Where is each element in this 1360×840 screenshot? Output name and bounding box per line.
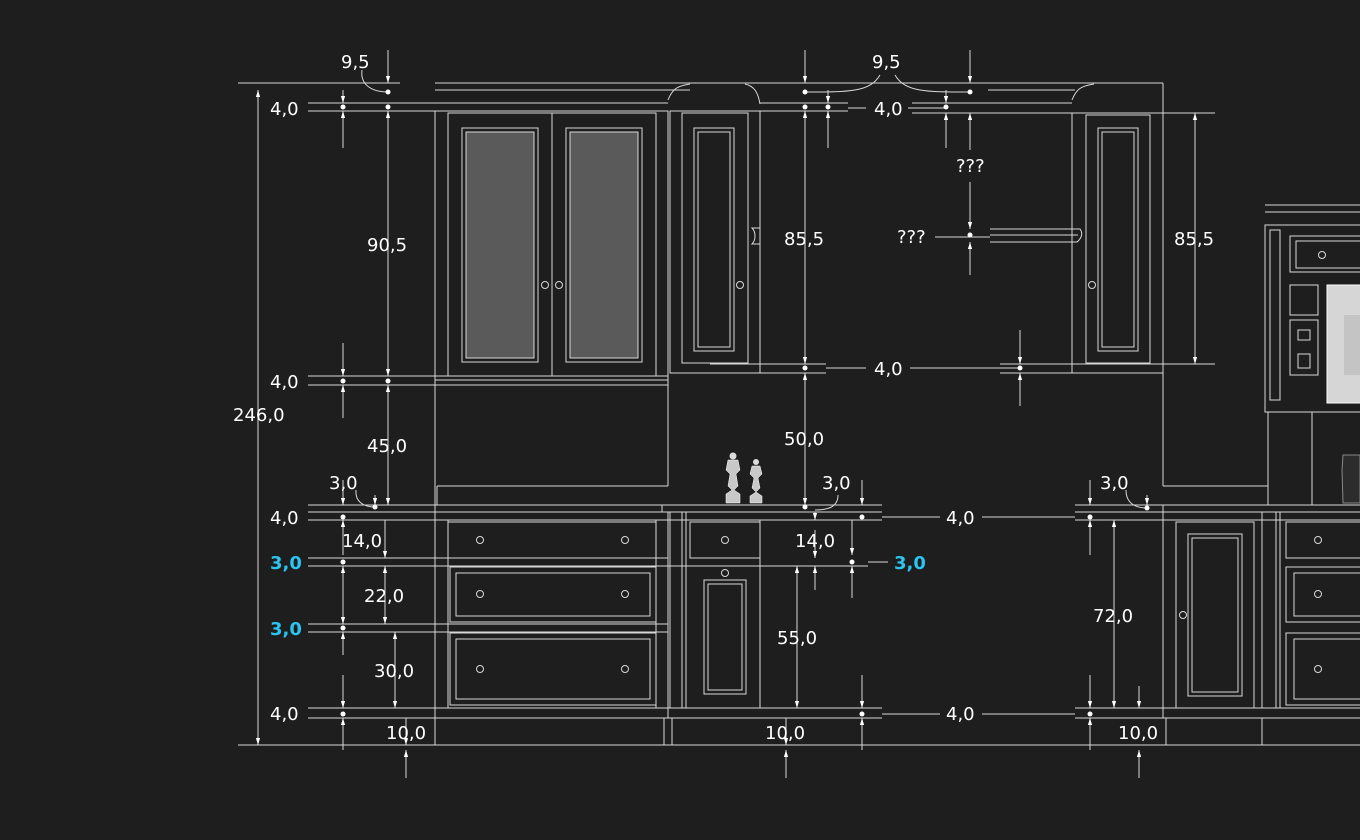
dim-upper-bottom-left: 4,0 xyxy=(270,372,299,393)
dim-plinth-left: 10,0 xyxy=(386,723,426,744)
dim-upper-bottom-mid: 4,0 xyxy=(874,359,903,380)
dim-gap-highlight-mid: 3,0 xyxy=(894,553,926,574)
dim-counter-band-left: 4,0 xyxy=(270,508,299,529)
dim-door-mid-height: 55,0 xyxy=(777,628,817,649)
base-cabinets xyxy=(238,504,1360,746)
oven-cabinet xyxy=(1264,204,1360,505)
dim-plinth-band-mid: 4,0 xyxy=(946,704,975,725)
glass-panel-left xyxy=(465,131,535,359)
dim-plinth-band-left: 4,0 xyxy=(270,704,299,725)
dim-left-top-gap: 9,5 xyxy=(341,52,370,73)
dim-drawer3-height: 30,0 xyxy=(374,661,414,682)
dim-plinth-mid: 10,0 xyxy=(765,723,805,744)
dim-plinth-right: 10,0 xyxy=(1118,723,1158,744)
dim-drawer2-height: 22,0 xyxy=(364,586,404,607)
dim-backsplash-left: 45,0 xyxy=(367,436,407,457)
pepper-mills xyxy=(725,452,763,504)
dim-upper-tall-height: 85,5 xyxy=(784,229,824,250)
dim-base-right-height: 72,0 xyxy=(1093,606,1133,627)
dim-mid-top-gap: 9,5 xyxy=(872,52,901,73)
glass-panel-right xyxy=(569,131,639,359)
dim-gap-highlight-1: 3,0 xyxy=(270,553,302,574)
dim-total-height: 246,0 xyxy=(233,405,285,426)
backsplash xyxy=(434,111,1269,745)
dimension-dots xyxy=(340,89,1150,717)
dim-top-band-mid: 4,0 xyxy=(874,99,903,120)
dim-drawer-mid-height: 14,0 xyxy=(795,531,835,552)
dim-top-band-left: 4,0 xyxy=(270,99,299,120)
dim-unknown-shelf: ??? xyxy=(897,227,926,248)
dim-counter-gap-mid: 3,0 xyxy=(822,473,851,494)
dim-unknown-top: ??? xyxy=(956,156,985,177)
dim-upper-right-height: 85,5 xyxy=(1174,229,1214,250)
dim-counter-gap-right: 3,0 xyxy=(1100,473,1129,494)
dim-upper-glass-height: 90,5 xyxy=(367,235,407,256)
dim-drawer1-height: 14,0 xyxy=(342,531,382,552)
dim-backsplash-mid: 50,0 xyxy=(784,429,824,450)
dim-counter-gap-left: 3,0 xyxy=(329,473,358,494)
dim-gap-highlight-2: 3,0 xyxy=(270,619,302,640)
upper-cabinets xyxy=(308,82,1215,486)
dimension-labels: 9,5 9,5 4,0 4,0 ??? 90,5 85,5 ??? 85,5 4… xyxy=(233,52,1214,744)
dimension-lines xyxy=(238,50,1198,778)
dim-counter-band-mid: 4,0 xyxy=(946,508,975,529)
